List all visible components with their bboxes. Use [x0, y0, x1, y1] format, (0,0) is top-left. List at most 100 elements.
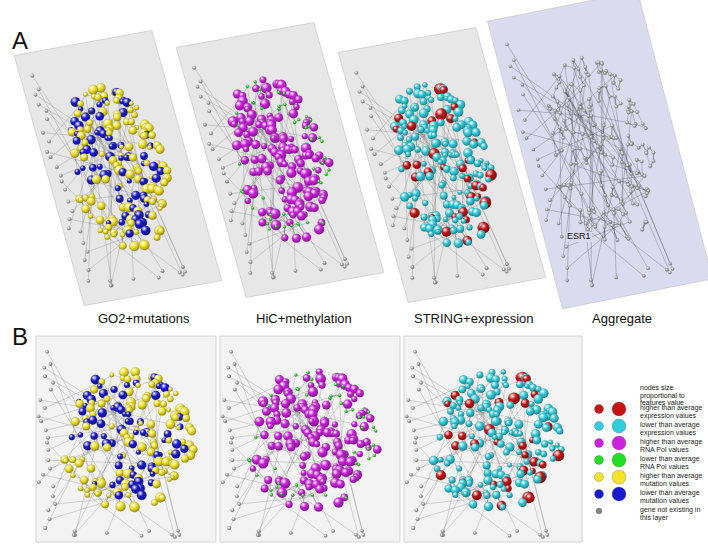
gene-node [281, 234, 288, 241]
gene-node [199, 95, 203, 99]
gene-node [105, 100, 110, 105]
gene-node [258, 93, 264, 99]
gene-node [67, 227, 71, 231]
gene-node [92, 175, 101, 184]
gene-node [302, 133, 308, 139]
gene-node [472, 128, 481, 137]
gene-node [88, 107, 95, 114]
gene-node [113, 113, 121, 121]
gene-node [263, 167, 272, 176]
gene-node [319, 197, 326, 204]
gene-node [248, 188, 258, 198]
gene-node [302, 233, 311, 242]
gene-node [414, 146, 421, 153]
gene-node [89, 164, 97, 172]
gene-node [308, 133, 317, 142]
gene-node [203, 123, 207, 127]
gene-node [243, 146, 249, 152]
gene-node [96, 102, 102, 108]
gene-node [270, 271, 274, 275]
gene-node [152, 174, 161, 183]
gene-node [310, 123, 318, 131]
gene-node [292, 234, 301, 243]
gene-node [413, 106, 418, 111]
gene-node [254, 167, 263, 176]
gene-node [34, 93, 38, 97]
gene-node [109, 143, 115, 149]
gene-node [87, 268, 91, 272]
gene-node [277, 91, 280, 94]
gene-node [454, 107, 464, 117]
gene-node [369, 106, 373, 110]
gene-node [417, 126, 424, 133]
gene-node [402, 130, 408, 136]
gene-node [148, 212, 156, 220]
gene-node [45, 109, 49, 113]
gene-node [406, 88, 413, 95]
gene-node [97, 202, 105, 210]
gene-node [68, 218, 72, 222]
gene-node [88, 85, 98, 95]
gene-node [297, 159, 305, 167]
gene-node [156, 145, 165, 154]
gene-node [70, 149, 79, 158]
gene-node [113, 97, 120, 104]
gene-node [369, 147, 373, 151]
gene-node [245, 250, 249, 254]
gene-node [49, 155, 53, 159]
gene-node [148, 132, 155, 139]
gene-node [238, 162, 241, 165]
gene-node [207, 142, 211, 146]
gene-node [138, 140, 147, 149]
gene-node [241, 190, 244, 193]
gene-node [222, 172, 226, 176]
gene-node [105, 234, 110, 239]
gene-node [268, 227, 271, 230]
gene-node [81, 205, 90, 214]
gene-node [258, 88, 261, 91]
gene-node [289, 109, 298, 118]
gene-node [134, 105, 139, 110]
gene-node [278, 105, 281, 108]
gene-node [315, 167, 321, 173]
gene-node [260, 107, 263, 110]
gene-node [288, 136, 294, 142]
gene-node [314, 224, 324, 234]
gene-node [309, 176, 318, 185]
gene-node [320, 140, 323, 143]
gene-node [129, 101, 134, 106]
gene-node [160, 179, 168, 187]
gene-node [246, 85, 249, 88]
gene-node [319, 268, 323, 272]
gene-node [283, 225, 286, 228]
gene-node [37, 103, 41, 107]
gene-node [290, 224, 293, 227]
gene-node [397, 134, 404, 141]
gene-node [37, 88, 41, 92]
gene-node [286, 168, 296, 178]
gene-node [343, 257, 347, 261]
gene-node [199, 80, 203, 84]
gene-node [266, 91, 273, 98]
gene-node [87, 279, 91, 283]
gene-node [269, 218, 272, 221]
gene-node [111, 232, 116, 237]
gene-node [278, 187, 285, 194]
gene-node [108, 279, 112, 283]
gene-node [79, 230, 83, 234]
gene-node [107, 135, 113, 141]
gene-node [306, 221, 309, 224]
gene-node [283, 103, 286, 106]
gene-node [259, 76, 266, 83]
gene-node [127, 107, 134, 114]
gene-node [229, 192, 233, 196]
gene-node [379, 163, 383, 167]
gene-node [181, 273, 185, 277]
gene-node [266, 222, 269, 225]
gene-node [234, 128, 243, 137]
gene-node [140, 132, 148, 140]
gene-node [258, 208, 266, 216]
gene-node [41, 131, 45, 135]
gene-node [183, 270, 187, 274]
gene-node [245, 117, 254, 126]
